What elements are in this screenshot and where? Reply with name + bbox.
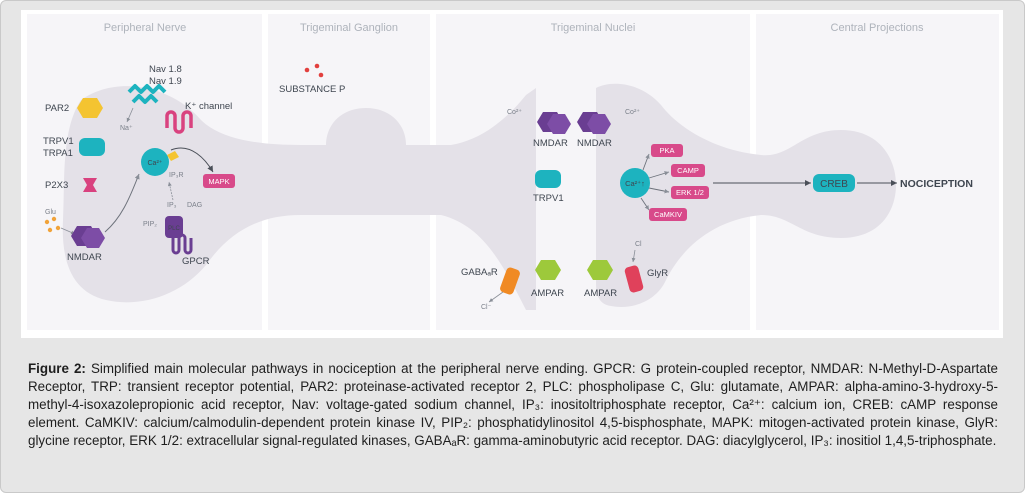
ip3r-label: IP₃R bbox=[169, 172, 184, 179]
cl-in-arrow bbox=[631, 249, 636, 263]
p2x3-label: P2X3 bbox=[45, 180, 68, 191]
substance-p-label: SUBSTANCE P bbox=[279, 84, 345, 95]
nav18-label: Nav 1.8 bbox=[149, 64, 182, 75]
nmdar-nuclei-1-label: NMDAR bbox=[533, 138, 568, 149]
panel-title-ganglion: Trigeminal Ganglion bbox=[300, 22, 398, 34]
nav19-label: Nav 1.9 bbox=[149, 76, 182, 87]
cl-label-1: Cl⁻ bbox=[481, 304, 492, 311]
nmdar-nuclei-2-icon bbox=[577, 112, 611, 134]
nociception-diagram: Peripheral Nerve Trigeminal Ganglion Tri… bbox=[27, 14, 999, 330]
panel-title-peripheral: Peripheral Nerve bbox=[104, 22, 187, 34]
creb-label: CREB bbox=[820, 179, 848, 190]
creb-pill bbox=[813, 174, 855, 192]
camp-label: CAMP bbox=[677, 166, 699, 175]
ip3r-icon bbox=[167, 151, 179, 161]
par2-receptor-icon bbox=[77, 98, 103, 118]
dag-label: DAG bbox=[187, 202, 202, 209]
par2-label: PAR2 bbox=[45, 103, 69, 114]
nmdar-peripheral-label: NMDAR bbox=[67, 252, 102, 263]
p2x3-channel-icon bbox=[83, 178, 97, 192]
nmdar-nuclei-2-label: NMDAR bbox=[577, 138, 612, 149]
figure-panel: Peripheral Nerve Trigeminal Ganglion Tri… bbox=[21, 10, 1003, 338]
trpv1-nuclei-icon bbox=[535, 170, 561, 188]
pka-label: PKA bbox=[659, 146, 674, 155]
na-arrow bbox=[126, 107, 134, 123]
ampar-2-label: AMPAR bbox=[584, 288, 617, 299]
to-camkiv-arrow bbox=[640, 197, 650, 211]
neuron-membrane bbox=[62, 83, 896, 310]
gpcr-label: GPCR bbox=[182, 256, 210, 267]
erk-label: ERK 1/2 bbox=[676, 188, 704, 197]
pka-pill bbox=[651, 144, 683, 157]
erk-pill bbox=[671, 186, 709, 199]
trpa1-label: TRPA1 bbox=[43, 148, 73, 159]
to-camp-arrow bbox=[648, 171, 670, 179]
glyr-icon bbox=[624, 265, 644, 293]
caption-body: Simplified main molecular pathways in no… bbox=[28, 361, 998, 448]
glu-arrow bbox=[60, 227, 76, 235]
trp-channel-icon bbox=[79, 138, 105, 156]
co-label-1: Co²⁺ bbox=[507, 109, 522, 116]
calcium-ion-icon bbox=[141, 148, 169, 176]
figure-caption: Figure 2: Simplified main molecular path… bbox=[28, 360, 998, 450]
plc-label: PLC bbox=[168, 226, 180, 232]
ampar-2-icon bbox=[587, 260, 613, 280]
mapk-label: MAPK bbox=[208, 177, 229, 186]
panel-title-central: Central Projections bbox=[831, 22, 924, 34]
na-label: Na⁺ bbox=[120, 125, 133, 132]
panel-title-nuclei: Trigeminal Nuclei bbox=[551, 22, 636, 34]
nmdar-peripheral-icon bbox=[71, 226, 105, 248]
nociception-label: NOCICEPTION bbox=[900, 178, 973, 190]
plc-enzyme-icon bbox=[165, 216, 183, 238]
gpcr-receptor-icon bbox=[171, 233, 193, 255]
glutamate-dots bbox=[44, 216, 61, 233]
substance-p-dots bbox=[304, 63, 324, 78]
ip3-arrow bbox=[167, 181, 174, 201]
calcium-up-icon bbox=[620, 168, 650, 198]
cl-out-arrow bbox=[488, 291, 504, 303]
ampar-1-label: AMPAR bbox=[531, 288, 564, 299]
trpv1-label: TRPV1 bbox=[43, 136, 74, 147]
ca-label: Ca²⁺ bbox=[148, 160, 163, 167]
glyr-label: GlyR bbox=[647, 268, 668, 279]
nmdar-nuclei-1-icon bbox=[537, 112, 571, 134]
pip2-label: PIP₂ bbox=[143, 221, 157, 228]
gabaar-icon bbox=[500, 267, 520, 295]
ca-to-mapk-arrow bbox=[170, 147, 214, 173]
trpv1-nuclei-label: TRPV1 bbox=[533, 193, 564, 204]
glu-label: Glu bbox=[45, 209, 56, 216]
camkiv-label: CaMKIV bbox=[654, 210, 682, 219]
caption-label: Figure 2: bbox=[28, 361, 86, 376]
camp-pill bbox=[671, 164, 705, 177]
nav-channel-icon bbox=[127, 84, 167, 104]
k-channel-icon bbox=[165, 110, 193, 134]
cl-label-2: Cl bbox=[635, 241, 642, 248]
camkiv-pill bbox=[649, 208, 687, 221]
k-channel-label: K⁺ channel bbox=[185, 101, 232, 112]
co-label-2: Co²⁺ bbox=[625, 109, 640, 116]
to-erk-arrow bbox=[648, 187, 670, 194]
mapk-pill bbox=[203, 174, 235, 188]
gabaar-label: GABAₐR bbox=[461, 267, 498, 278]
to-pka-arrow bbox=[642, 153, 650, 171]
ampar-1-icon bbox=[535, 260, 561, 280]
ca-up-label: Ca²⁺↑ bbox=[625, 179, 645, 188]
ip3-label: IP₃ bbox=[167, 202, 177, 209]
ca-from-nmdar-arrow bbox=[104, 173, 140, 233]
